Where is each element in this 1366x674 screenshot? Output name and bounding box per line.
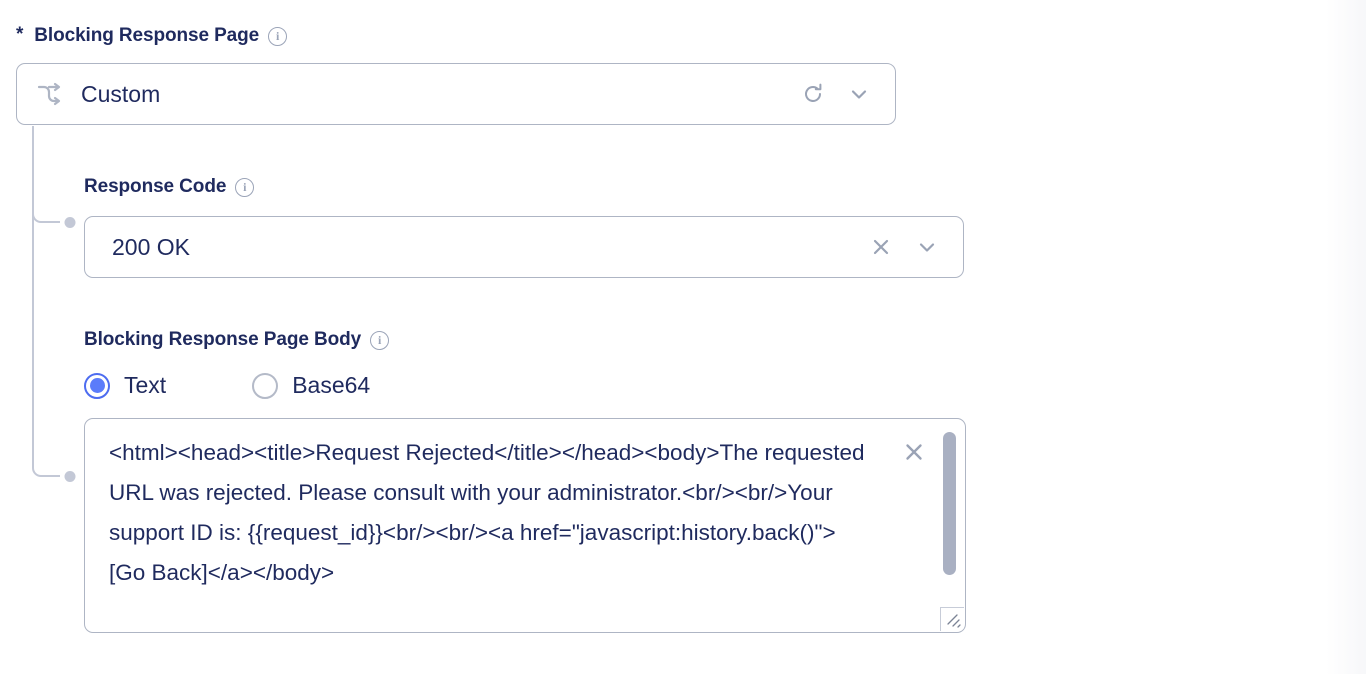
select-actions xyxy=(799,80,873,108)
blocking-response-page-value: Custom xyxy=(81,80,161,107)
required-asterisk: * xyxy=(16,24,24,45)
info-icon[interactable]: i xyxy=(370,331,390,350)
info-glyph: i xyxy=(243,180,247,194)
radio-dot xyxy=(89,378,105,393)
close-icon[interactable] xyxy=(899,437,929,467)
chevron-down-icon[interactable] xyxy=(845,80,873,108)
radio-circle-unselected[interactable] xyxy=(252,372,279,399)
body-format-radio-group: Text Base64 xyxy=(84,372,370,399)
blocking-response-page-select[interactable]: Custom xyxy=(16,63,896,125)
blocking-response-page-body-textarea[interactable]: <html><head><title>Request Rejected</tit… xyxy=(84,418,966,633)
info-glyph: i xyxy=(275,28,280,43)
response-code-select[interactable]: 200 OK xyxy=(84,216,964,278)
radio-option-text[interactable]: Text xyxy=(84,372,166,399)
info-glyph: i xyxy=(377,333,382,347)
textarea-content[interactable]: <html><head><title>Request Rejected</tit… xyxy=(109,440,871,585)
branch-arrows-icon xyxy=(35,79,65,109)
info-icon[interactable]: i xyxy=(235,178,255,197)
blocking-response-page-label: * Blocking Response Page i xyxy=(16,24,288,46)
resize-handle[interactable] xyxy=(940,607,964,631)
label-text: Response Code xyxy=(84,176,227,197)
radio-circle-selected[interactable] xyxy=(84,372,110,399)
right-edge-shadow xyxy=(1326,0,1366,674)
response-code-value: 200 OK xyxy=(112,233,190,260)
label-text: Blocking Response Page xyxy=(34,24,260,46)
radio-label: Text xyxy=(124,372,167,398)
response-code-label: Response Code i xyxy=(84,176,255,197)
blocking-response-page-body-label: Blocking Response Page Body i xyxy=(84,329,390,350)
close-icon[interactable] xyxy=(867,233,895,261)
scrollbar-thumb[interactable] xyxy=(943,432,956,575)
radio-label: Base64 xyxy=(292,372,371,398)
info-icon[interactable]: i xyxy=(268,26,288,46)
label-text: Blocking Response Page Body xyxy=(84,329,362,350)
radio-option-base64[interactable]: Base64 xyxy=(252,372,370,399)
refresh-icon[interactable] xyxy=(799,80,827,108)
chevron-down-icon[interactable] xyxy=(913,233,941,261)
select-actions xyxy=(867,233,941,261)
vertical-scrollbar[interactable] xyxy=(943,423,961,630)
